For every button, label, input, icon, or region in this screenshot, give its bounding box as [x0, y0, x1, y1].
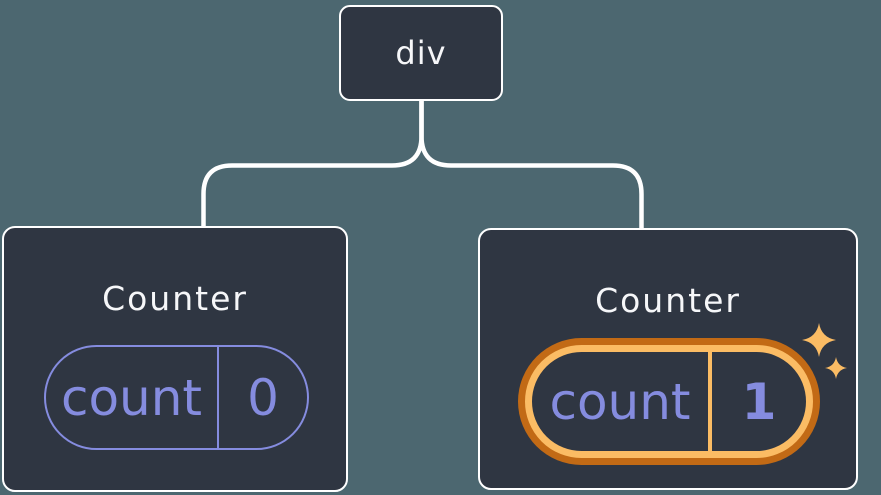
- counter-left-title: Counter: [102, 279, 248, 318]
- counter-node-left: Counter count 0: [2, 226, 348, 492]
- state-pill-right-highlighted: count 1: [525, 345, 813, 458]
- state-value-label: 1: [741, 372, 777, 431]
- sparkles-icon: [802, 323, 847, 379]
- counter-right-title: Counter: [595, 281, 741, 320]
- root-node-div: div: [339, 5, 503, 101]
- connector-root-to-left-counter: [201, 101, 424, 227]
- state-pill-divider: [217, 347, 219, 448]
- state-pill-divider: [708, 352, 712, 451]
- state-pill-left: count 0: [44, 345, 309, 450]
- connector-root-to-right-counter: [419, 101, 644, 229]
- state-key-label: count: [60, 368, 203, 427]
- state-key-label: count: [549, 372, 691, 431]
- root-node-label: div: [395, 34, 447, 72]
- sparkle-star-small: [825, 357, 847, 379]
- counter-node-right: Counter count 1: [478, 228, 858, 490]
- state-value-label: 0: [247, 368, 279, 427]
- sparkle-star-large: [802, 323, 836, 357]
